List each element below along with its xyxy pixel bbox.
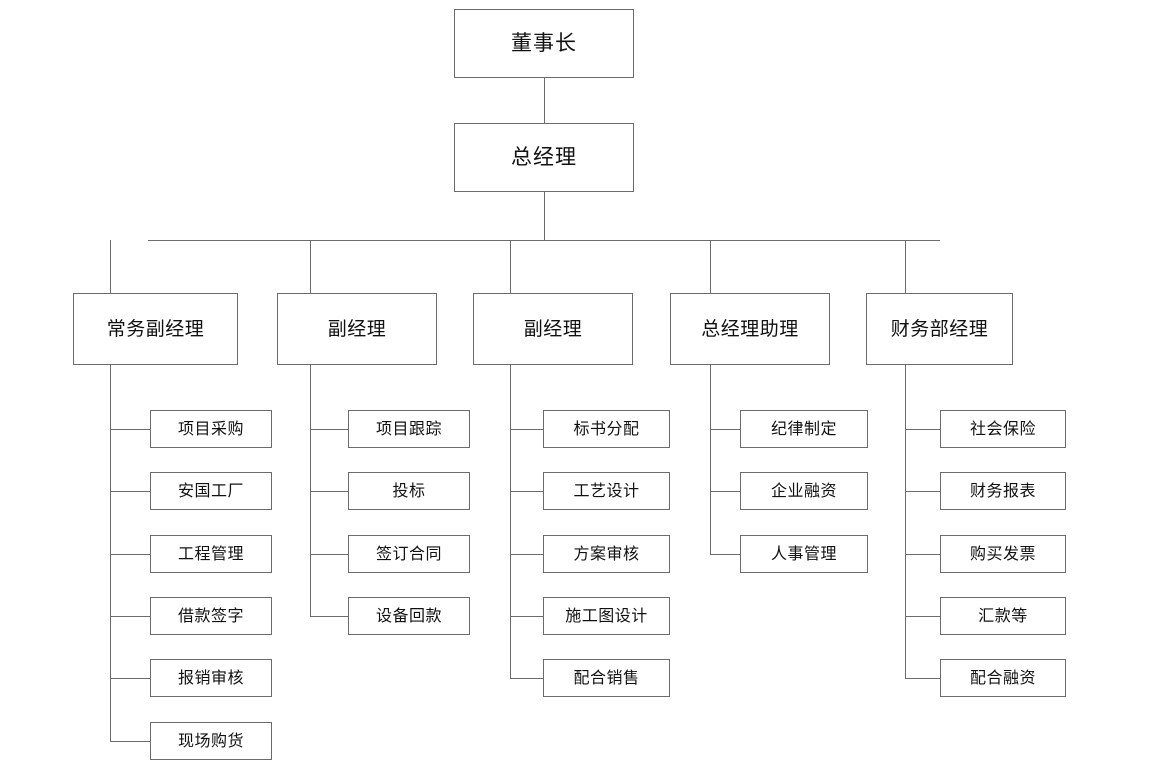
node-task-5-1[interactable]: 社会保险 [940, 410, 1066, 448]
connector-to-task-2-1 [310, 429, 348, 430]
node-task-4-2[interactable]: 企业融资 [740, 472, 868, 510]
node-label: 汇款等 [978, 606, 1028, 625]
connector-to-task-5-3 [905, 554, 940, 555]
connector-to-task-1-3 [110, 554, 150, 555]
node-label: 企业融资 [770, 481, 837, 500]
node-label: 社会保险 [969, 419, 1036, 438]
node-label: 总经理助理 [701, 317, 799, 340]
node-label: 购买发票 [969, 544, 1036, 563]
node-general-manager[interactable]: 总经理 [454, 123, 634, 192]
node-task-1-2[interactable]: 安国工厂 [150, 472, 272, 510]
connector-chairman-to-gm [544, 78, 545, 123]
connector-to-task-5-5 [905, 678, 940, 679]
node-task-2-3[interactable]: 签订合同 [348, 535, 470, 573]
node-label: 投标 [392, 481, 426, 500]
connector-to-task-3-2 [510, 491, 543, 492]
connector-department-spine-5 [905, 365, 906, 678]
connector-to-task-4-1 [710, 429, 740, 430]
node-label: 纪律制定 [770, 419, 837, 438]
node-task-2-1[interactable]: 项目跟踪 [348, 410, 470, 448]
node-department-1[interactable]: 常务副经理 [73, 293, 238, 365]
node-chairman[interactable]: 董事长 [454, 9, 634, 78]
node-label: 借款签字 [177, 606, 244, 625]
connector-to-task-3-3 [510, 554, 543, 555]
connector-department-bus [148, 240, 940, 241]
node-department-2[interactable]: 副经理 [277, 293, 437, 365]
node-label: 安国工厂 [177, 481, 244, 500]
node-task-1-5[interactable]: 报销审核 [150, 659, 272, 697]
node-label: 方案审核 [573, 544, 640, 563]
node-label: 副经理 [523, 317, 583, 340]
node-task-3-1[interactable]: 标书分配 [543, 410, 670, 448]
connector-to-task-3-4 [510, 616, 543, 617]
node-label: 配合融资 [969, 668, 1036, 687]
node-department-3[interactable]: 副经理 [473, 293, 633, 365]
connector-to-task-1-6 [110, 741, 150, 742]
connector-to-task-4-2 [710, 491, 740, 492]
node-label: 董事长 [511, 31, 577, 55]
connector-bus-to-department-2 [310, 240, 311, 293]
connector-to-task-2-3 [310, 554, 348, 555]
node-task-1-1[interactable]: 项目采购 [150, 410, 272, 448]
connector-to-task-3-5 [510, 678, 543, 679]
node-task-5-3[interactable]: 购买发票 [940, 535, 1066, 573]
node-task-2-2[interactable]: 投标 [348, 472, 470, 510]
connector-bus-to-department-1 [110, 240, 111, 293]
node-department-4[interactable]: 总经理助理 [670, 293, 830, 365]
node-task-1-3[interactable]: 工程管理 [150, 535, 272, 573]
node-label: 签订合同 [375, 544, 442, 563]
connector-bus-to-department-3 [510, 240, 511, 293]
connector-to-task-1-2 [110, 491, 150, 492]
node-label: 副经理 [327, 317, 387, 340]
node-label: 施工图设计 [565, 606, 648, 625]
node-department-5[interactable]: 财务部经理 [866, 293, 1013, 365]
node-label: 标书分配 [573, 419, 640, 438]
node-task-3-3[interactable]: 方案审核 [543, 535, 670, 573]
node-task-5-2[interactable]: 财务报表 [940, 472, 1066, 510]
connector-bus-to-department-4 [710, 240, 711, 293]
node-label: 财务部经理 [890, 317, 989, 340]
node-label: 现场购货 [177, 731, 244, 750]
node-task-1-4[interactable]: 借款签字 [150, 597, 272, 635]
node-label: 财务报表 [969, 481, 1036, 500]
connector-to-task-4-3 [710, 554, 740, 555]
node-task-1-6[interactable]: 现场购货 [150, 722, 272, 760]
node-task-2-4[interactable]: 设备回款 [348, 597, 470, 635]
node-label: 工程管理 [177, 544, 244, 563]
node-label: 常务副经理 [106, 317, 205, 340]
node-task-4-1[interactable]: 纪律制定 [740, 410, 868, 448]
node-label: 总经理 [511, 145, 577, 169]
connector-to-task-5-2 [905, 491, 940, 492]
connector-department-spine-4 [710, 365, 711, 554]
node-label: 配合销售 [573, 668, 640, 687]
node-label: 项目跟踪 [375, 419, 442, 438]
connector-to-task-2-4 [310, 616, 348, 617]
node-label: 人事管理 [770, 544, 837, 563]
node-task-4-3[interactable]: 人事管理 [740, 535, 868, 573]
node-label: 报销审核 [177, 668, 244, 687]
connector-department-spine-2 [310, 365, 311, 616]
connector-department-spine-1 [110, 365, 111, 741]
node-task-3-2[interactable]: 工艺设计 [543, 472, 670, 510]
connector-department-spine-3 [510, 365, 511, 678]
connector-to-task-1-1 [110, 429, 150, 430]
connector-gm-to-bus [544, 192, 545, 240]
node-task-5-4[interactable]: 汇款等 [940, 597, 1066, 635]
node-task-3-4[interactable]: 施工图设计 [543, 597, 670, 635]
node-label: 设备回款 [375, 606, 442, 625]
connector-to-task-2-2 [310, 491, 348, 492]
node-label: 项目采购 [177, 419, 244, 438]
connector-to-task-3-1 [510, 429, 543, 430]
connector-to-task-1-5 [110, 678, 150, 679]
node-task-5-5[interactable]: 配合融资 [940, 659, 1066, 697]
connector-to-task-5-4 [905, 616, 940, 617]
node-label: 工艺设计 [573, 481, 640, 500]
node-task-3-5[interactable]: 配合销售 [543, 659, 670, 697]
connector-to-task-5-1 [905, 429, 940, 430]
connector-to-task-1-4 [110, 616, 150, 617]
connector-bus-to-department-5 [905, 240, 906, 293]
